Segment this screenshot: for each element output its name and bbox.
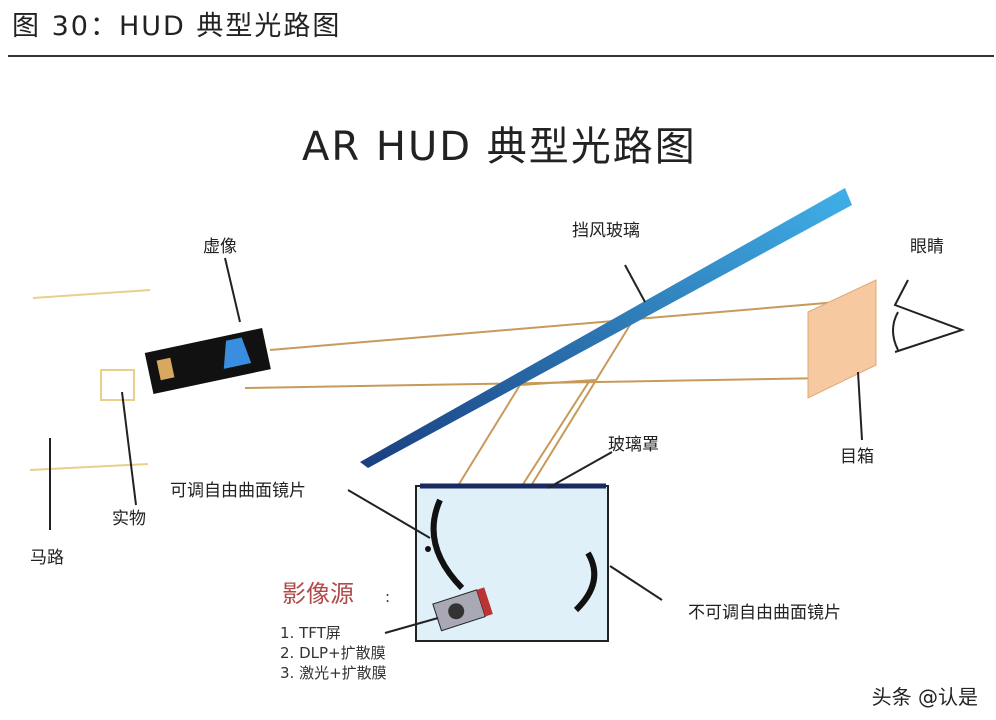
- image-source-colon: :: [385, 588, 390, 606]
- virtual-image-pointer: [224, 257, 241, 323]
- image-source-title: 影像源: [282, 580, 354, 608]
- title-divider: [8, 55, 994, 57]
- glass-cover-pointer: [547, 451, 613, 489]
- eye-icon: [893, 279, 966, 353]
- image-source-pointer: [384, 617, 439, 634]
- label-fixed-mirror: 不可调自由曲面镜片: [688, 603, 841, 623]
- label-eyes: 眼睛: [910, 237, 944, 257]
- road-line-far: [32, 289, 151, 299]
- windshield-pointer: [624, 264, 646, 303]
- label-glass-cover: 玻璃罩: [608, 435, 659, 455]
- eyebox-pointer: [857, 371, 863, 441]
- adjustable-mirror: [430, 498, 465, 591]
- label-eyebox: 目箱: [840, 447, 874, 467]
- label-real-object: 实物: [112, 509, 146, 529]
- eyebox: [807, 279, 877, 399]
- real-object-box: [100, 369, 135, 401]
- watermark: 头条 @认是: [871, 685, 978, 709]
- label-adjustable-mirror: 可调自由曲面镜片: [170, 481, 306, 501]
- adjustable-mirror-pointer: [347, 489, 431, 539]
- eye-lens-icon: [892, 311, 899, 351]
- image-source-item-1: 1. TFT屏: [280, 624, 341, 642]
- mirror-pivot: [425, 546, 431, 552]
- image-source-item-2: 2. DLP+扩散膜: [280, 644, 386, 662]
- windshield: [360, 188, 852, 468]
- label-windshield: 挡风玻璃: [572, 221, 640, 241]
- label-virtual-image: 虚像: [203, 237, 237, 257]
- fixed-mirror: [573, 551, 598, 613]
- image-source-item-3: 3. 激光+扩散膜: [280, 664, 387, 682]
- virtual-image: [144, 328, 271, 395]
- diagram-title: AR HUD 典型光路图: [302, 124, 697, 170]
- fixed-mirror-pointer: [609, 565, 663, 601]
- real-object-pointer: [121, 391, 137, 506]
- figure-title: 图 30：HUD 典型光路图: [12, 11, 342, 42]
- label-road: 马路: [30, 548, 64, 568]
